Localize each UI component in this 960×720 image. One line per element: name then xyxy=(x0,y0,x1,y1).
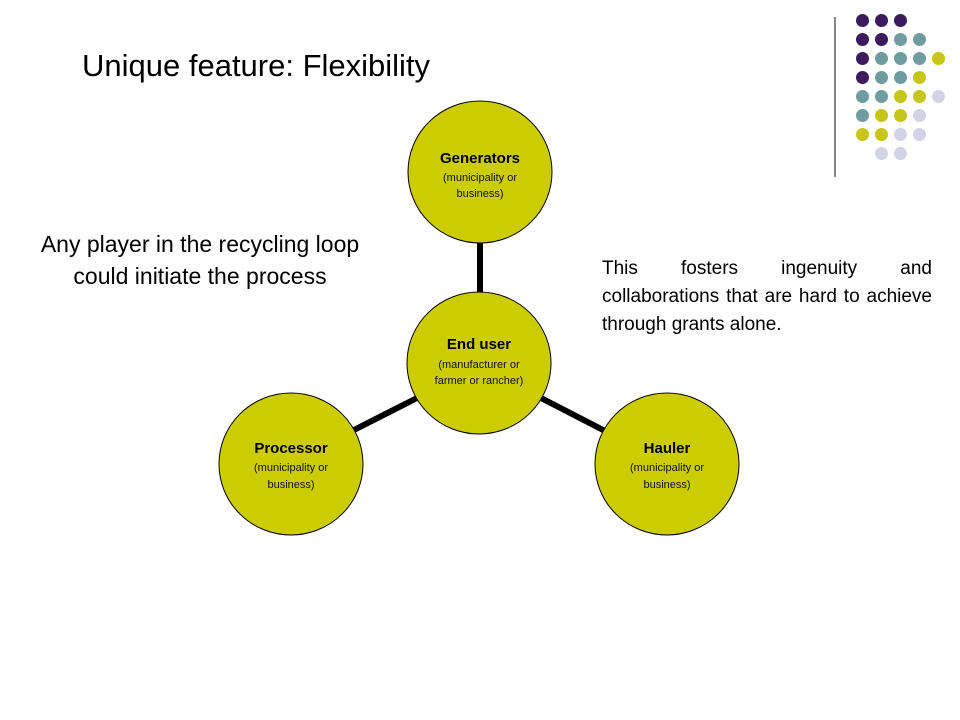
decorative-dot xyxy=(856,128,869,141)
decorative-dot xyxy=(894,33,907,46)
decorative-dot xyxy=(875,147,888,160)
decorative-dot xyxy=(913,128,926,141)
decorative-dot xyxy=(894,128,907,141)
node-generators-sub-line1: (municipality or xyxy=(443,172,517,184)
decorative-dot xyxy=(913,52,926,65)
decorative-dot xyxy=(932,52,945,65)
decorative-dot xyxy=(913,90,926,103)
decorative-dot xyxy=(875,128,888,141)
node-processor-title: Processor xyxy=(254,440,328,457)
decorative-dot xyxy=(894,52,907,65)
left-note-text: Any player in the recycling loop could i… xyxy=(40,231,360,289)
node-hauler-title: Hauler xyxy=(644,440,691,457)
decorative-dot xyxy=(856,109,869,122)
node-hauler-sub-line1: (municipality or xyxy=(630,462,704,474)
node-processor: Processor (municipality or business) xyxy=(218,392,364,536)
right-note-text: This fosters ingenuity and collaboration… xyxy=(602,258,932,335)
slide-title: Unique feature: Flexibility xyxy=(82,48,431,83)
decorative-dot xyxy=(913,71,926,84)
node-end-user-title: End user xyxy=(447,336,511,353)
node-end-user-sub-line1: (manufacturer or xyxy=(438,359,520,371)
node-end-user-sub-line2: farmer or rancher) xyxy=(435,375,524,387)
node-hauler-sub-line2: business) xyxy=(643,479,690,491)
decorative-dot xyxy=(875,14,888,27)
decorative-dot xyxy=(894,14,907,27)
decorative-dot xyxy=(875,71,888,84)
decorative-dot xyxy=(875,90,888,103)
decorative-dot xyxy=(932,90,945,103)
decorative-dot xyxy=(875,52,888,65)
decorative-dot xyxy=(913,33,926,46)
connector-left xyxy=(350,395,419,434)
node-processor-sub-line1: (municipality or xyxy=(254,462,328,474)
node-generators-sub-line2: business) xyxy=(456,188,503,200)
decorative-dot xyxy=(856,71,869,84)
node-processor-sub-line2: business) xyxy=(267,479,314,491)
decorative-dot xyxy=(875,109,888,122)
decorative-dot xyxy=(894,109,907,122)
decorative-dot xyxy=(856,33,869,46)
node-end-user: End user (manufacturer or farmer or ranc… xyxy=(406,291,552,435)
decorative-dot xyxy=(856,14,869,27)
connector-right xyxy=(539,395,609,435)
decorative-dot xyxy=(894,147,907,160)
node-hauler: Hauler (municipality or business) xyxy=(594,392,740,536)
decorative-dot xyxy=(856,52,869,65)
decorative-dot xyxy=(913,109,926,122)
node-generators-title: Generators xyxy=(440,150,520,167)
decorative-dot xyxy=(894,90,907,103)
decorative-divider-line xyxy=(834,17,836,177)
decorative-dot xyxy=(894,71,907,84)
decorative-dot xyxy=(856,90,869,103)
node-generators: Generators (municipality or business) xyxy=(407,100,553,244)
decorative-dot xyxy=(875,33,888,46)
